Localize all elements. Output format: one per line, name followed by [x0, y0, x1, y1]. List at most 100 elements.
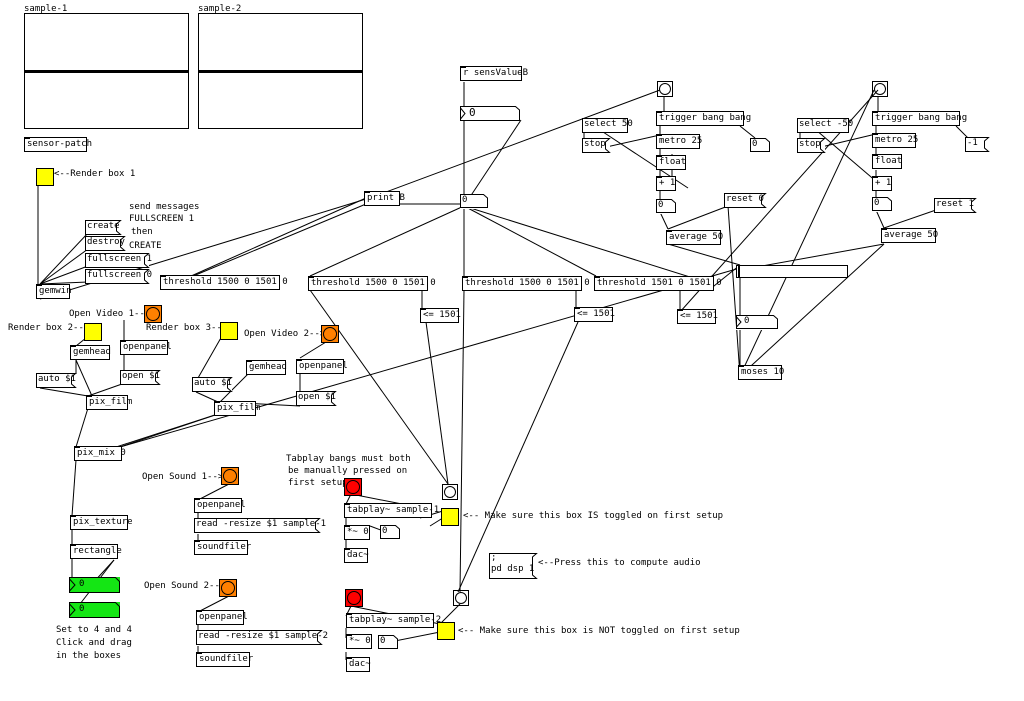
message-auto-2[interactable]: auto $1 [192, 377, 233, 392]
bang-right-cluster[interactable] [872, 81, 888, 97]
object-pix-texture[interactable]: pix_texture [70, 515, 133, 530]
bang-circle-icon [347, 591, 361, 605]
array-sample-2[interactable] [198, 13, 363, 129]
object-dac-2[interactable]: dac~ [346, 657, 371, 672]
object-openpanel-sound-2[interactable]: openpanel [196, 610, 248, 625]
comment-toggle-off: <-- Make sure this box is NOT toggled on… [458, 626, 740, 636]
object-times-1[interactable]: *~ 0 [344, 525, 370, 540]
object-trigger-bang-bang-1[interactable]: trigger bang bang [656, 111, 751, 126]
object-moses-10[interactable]: moses 10 [738, 365, 784, 380]
number-width-green[interactable]: 0 [69, 577, 120, 593]
toggle-play-1[interactable] [441, 508, 459, 526]
object-threshold-1[interactable]: threshold 1500 0 1501 0 [308, 276, 436, 291]
bang-threshold-1[interactable] [442, 484, 458, 500]
object-pix-film-1[interactable]: pix_film [86, 395, 132, 410]
number-float-out-2[interactable]: 0 [872, 197, 892, 212]
object-le-1501-b[interactable]: <= 1501 [574, 307, 615, 322]
array-sample-1[interactable] [24, 13, 189, 129]
number-gain-1[interactable]: 0 [380, 525, 400, 540]
bang-tabplay-1[interactable] [344, 478, 362, 496]
object-print-b[interactable]: print B [364, 191, 405, 206]
object-average-50-2[interactable]: average 50 [881, 228, 938, 243]
object-soundfiler-1[interactable]: soundfiler [194, 540, 251, 555]
object-trigger-bang-bang-2[interactable]: trigger bang bang [872, 111, 967, 126]
message-label: reset 0 [726, 194, 764, 204]
bang-circle-icon [346, 480, 360, 494]
number-float-out-1[interactable]: 0 [656, 199, 676, 214]
comment-render-box-2: Render box 2--> [8, 323, 90, 333]
object-plus-1[interactable]: + 1 [656, 176, 676, 191]
message-open-video-1[interactable]: open $1 [120, 370, 161, 385]
message-select-50[interactable]: select 50 [582, 118, 633, 133]
message-reset-0[interactable]: reset 0 [724, 193, 767, 208]
render-toggle-1[interactable] [36, 168, 54, 186]
object-pix-mix[interactable]: pix_mix 0 [74, 446, 126, 461]
object-threshold-3[interactable]: threshold 1501 0 1501 0 [594, 276, 722, 291]
object-float-1[interactable]: float [656, 155, 686, 170]
bang-left-cluster[interactable] [657, 81, 673, 97]
object-gemhead-1[interactable]: gemhead [70, 345, 111, 360]
message-auto-1[interactable]: auto $1 [36, 373, 77, 388]
object-tabplay-sample-2[interactable]: tabplay~ sample-2 [346, 613, 441, 628]
message-fullscreen-0[interactable]: fullscreen 0 [85, 269, 152, 284]
object-sensor-patch[interactable]: sensor-patch [24, 137, 92, 152]
number-print-value[interactable]: 0 [460, 194, 488, 209]
bang-tabplay-2[interactable] [345, 589, 363, 607]
message-label: open $1 [122, 371, 160, 381]
object-metro-25-2[interactable]: metro 25 [872, 133, 918, 148]
comment-tabplay-note-1: Tabplay bangs must both [286, 454, 411, 464]
comment-toggle-on: <-- Make sure this box IS toggled on fir… [463, 511, 724, 521]
object-le-1501-a[interactable]: <= 1501 [420, 308, 461, 323]
number-gain-2[interactable]: 0 [378, 635, 398, 650]
horizontal-slider[interactable] [736, 265, 848, 278]
number-trigger-out-1[interactable]: 0 [750, 138, 770, 153]
message-label: auto $1 [38, 374, 76, 384]
render-toggle-3[interactable] [220, 322, 238, 340]
object-openpanel-video-1[interactable]: openpanel [120, 340, 172, 355]
bang-open-sound-1[interactable] [221, 467, 239, 485]
object-threshold-2[interactable]: threshold 1500 0 1501 0 [462, 276, 590, 291]
message-destroy[interactable]: destroy [85, 236, 126, 251]
bang-open-video-2[interactable] [321, 325, 339, 343]
number-height-green[interactable]: 0 [69, 602, 120, 618]
object-le-1501-c[interactable]: <= 1501 [677, 309, 718, 324]
object-tabplay-sample-1[interactable]: tabplay~ sample-1 [344, 503, 439, 518]
message-neg-1[interactable]: -1 [965, 137, 990, 152]
message-fullscreen-1[interactable]: fullscreen 1 [85, 253, 152, 268]
object-gemhead-2[interactable]: gemhead [246, 360, 287, 375]
render-toggle-2[interactable] [84, 323, 102, 341]
object-pix-film-2[interactable]: pix_film [214, 401, 260, 416]
toggle-play-2[interactable] [437, 622, 455, 640]
object-threshold-left[interactable]: threshold 1500 0 1501 0 [160, 275, 288, 290]
message-select-neg-50[interactable]: select -50 [797, 118, 853, 133]
number-value: 0 [79, 579, 85, 589]
bang-threshold-2[interactable] [453, 590, 469, 606]
object-r-sensvalueb[interactable]: r sensValueB [460, 66, 528, 81]
object-times-2[interactable]: *~ 0 [346, 634, 372, 649]
object-soundfiler-2[interactable]: soundfiler [196, 652, 253, 667]
message-create[interactable]: create [85, 220, 122, 235]
message-stop-2[interactable]: stop [797, 138, 826, 153]
message-reset-1[interactable]: reset 1 [934, 198, 977, 213]
number-sens-value[interactable]: 0 [460, 106, 520, 121]
message-stop-1[interactable]: stop [582, 138, 611, 153]
object-metro-25-1[interactable]: metro 25 [656, 134, 702, 149]
bang-open-sound-2[interactable] [219, 579, 237, 597]
object-plus-2[interactable]: + 1 [872, 176, 892, 191]
object-openpanel-sound-1[interactable]: openpanel [194, 498, 246, 513]
object-dac-1[interactable]: dac~ [344, 548, 369, 563]
array-label-sample-1: sample-1 [24, 4, 68, 14]
object-float-2[interactable]: float [872, 154, 902, 169]
object-openpanel-video-2[interactable]: openpanel [296, 359, 348, 374]
message-read-sample-1[interactable]: read -resize $1 sample-1 [194, 518, 326, 533]
message-read-sample-2[interactable]: read -resize $1 sample-2 [196, 630, 328, 645]
object-gemwin[interactable]: gemwin [36, 284, 72, 299]
comment-fullscreen-1: FULLSCREEN 1 [129, 214, 195, 224]
object-average-50-1[interactable]: average 50 [666, 230, 723, 245]
comment-tabplay-note-3: first setup [288, 478, 348, 488]
message-pd-dsp-1[interactable]: ;pd dsp 1 [489, 553, 538, 579]
object-rectangle[interactable]: rectangle [70, 544, 122, 559]
bang-open-video-1[interactable] [144, 305, 162, 323]
number-moses-input[interactable]: 0 [736, 315, 778, 330]
message-open-video-2[interactable]: open $1 [296, 391, 337, 406]
